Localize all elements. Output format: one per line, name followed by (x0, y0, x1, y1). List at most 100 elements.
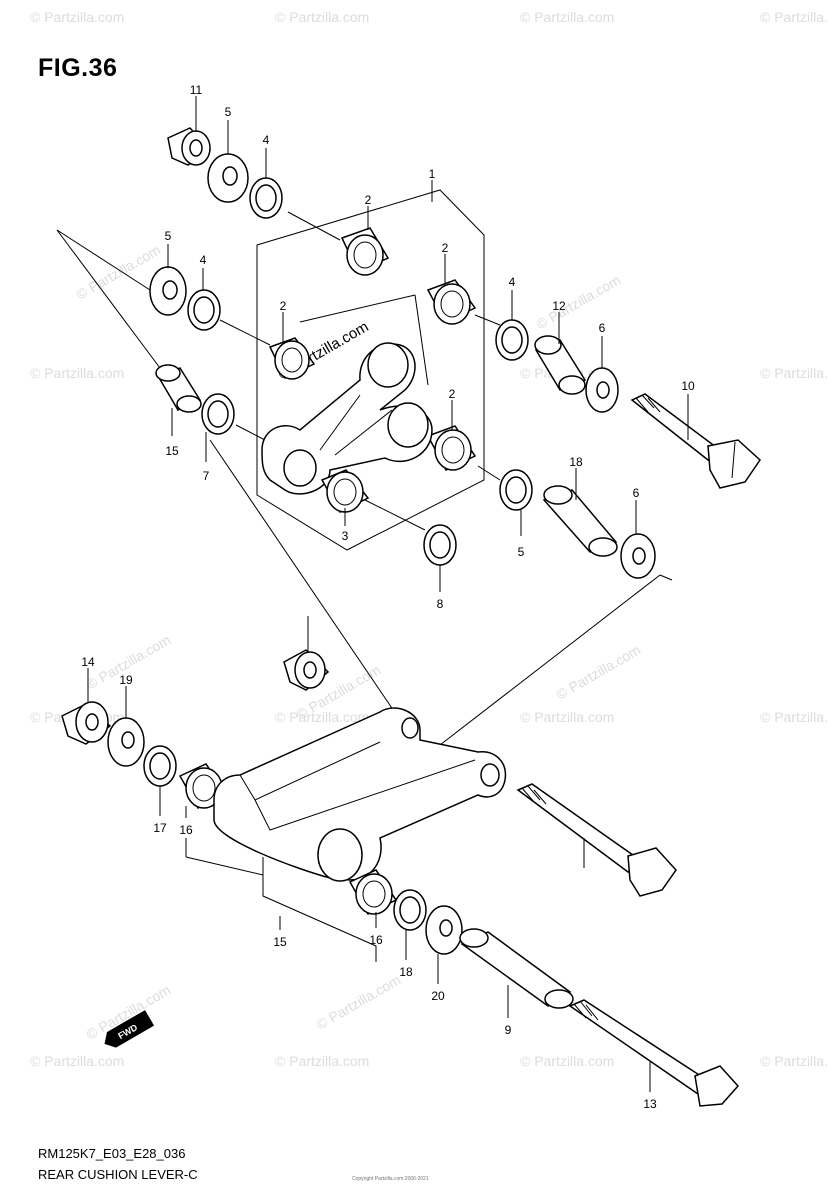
callout-13: 15 (165, 408, 179, 458)
svg-text:17: 17 (153, 821, 167, 835)
assembly-1-outline (256, 189, 485, 551)
callout-18: 20 (431, 954, 445, 1003)
part-18-washer (107, 717, 145, 767)
forward-direction-badge: FWD (104, 1010, 155, 1048)
part-4-seal (187, 289, 221, 331)
callout-2: 2 (280, 299, 287, 342)
callout-5: 6 (633, 486, 640, 534)
watermark: © Partzilla.com (314, 972, 404, 1033)
part-4-seal (499, 469, 533, 511)
part-15-bearing (348, 869, 398, 915)
part-14-cushion-lever (213, 707, 507, 882)
callout-5: 5 (225, 105, 232, 154)
svg-text:8: 8 (437, 597, 444, 611)
callout-5: 5 (165, 229, 172, 268)
svg-text:2: 2 (449, 387, 456, 401)
part-8-bolt (630, 393, 761, 489)
watermark: © Partzilla.com (30, 1053, 124, 1069)
svg-text:6: 6 (599, 321, 606, 335)
callout-9: 11 (190, 83, 203, 132)
callout-2: 2 (365, 193, 372, 230)
svg-text:19: 19 (119, 673, 133, 687)
svg-text:15: 15 (165, 444, 179, 458)
callout-10: 12 (552, 299, 566, 344)
assembly-14-bracket (185, 856, 377, 962)
svg-text:5: 5 (225, 105, 232, 119)
callout-4: 4 (509, 275, 516, 320)
part-2-bearing (426, 279, 477, 325)
callout-4: 4 (200, 253, 207, 290)
part-12-nut (61, 701, 112, 745)
watermark: © Partzilla.com (275, 9, 369, 25)
svg-text:5: 5 (165, 229, 172, 243)
watermark: © Partzilla.com (534, 272, 624, 333)
part-5-washer (149, 266, 187, 316)
callout-17: 18 (569, 455, 583, 500)
callout-11: 13 (643, 1062, 657, 1111)
part-6-seal (423, 524, 457, 566)
svg-text:2: 2 (280, 299, 287, 313)
part-4-seal (495, 319, 529, 361)
svg-text:14: 14 (81, 655, 95, 669)
callout-labels: 1 2 2 2 2 3 4 4 4 5 5 5 6 6 7 8 9 10 11 … (81, 83, 695, 1111)
figure-title: FIG.36 (38, 54, 118, 82)
part-5-washer (620, 533, 656, 579)
watermark: © Partzilla.com (554, 642, 644, 703)
svg-text:6: 6 (633, 486, 640, 500)
svg-text:13: 13 (643, 1097, 657, 1111)
callout-3: 3 (342, 508, 349, 543)
svg-text:5: 5 (518, 545, 525, 559)
svg-text:18: 18 (569, 455, 583, 469)
svg-text:9: 9 (505, 1023, 512, 1037)
part-9-nut (167, 127, 212, 166)
svg-text:4: 4 (263, 133, 270, 147)
watermark: © Partzilla.com (30, 365, 124, 381)
watermark: © Partzilla.com (760, 1053, 828, 1069)
callout-15: 16 (369, 912, 383, 947)
svg-text:1: 1 (429, 167, 436, 181)
svg-text:2: 2 (365, 193, 372, 207)
part-7-spacer (459, 928, 574, 1009)
part-16-seal (143, 745, 177, 787)
watermark: © Partzilla.com (520, 9, 614, 25)
svg-text:4: 4 (200, 253, 207, 267)
watermark: © Partzilla.com (760, 9, 828, 25)
watermark: © Partzilla.com (30, 9, 124, 25)
callout-14: 15 (273, 916, 287, 949)
callout-16: 18 (399, 930, 413, 979)
watermark: © Partzilla.com (760, 365, 828, 381)
callout-2: 2 (442, 241, 449, 284)
svg-text:11: 11 (190, 83, 203, 97)
callout-16: 17 (153, 786, 167, 835)
svg-text:10: 10 (681, 379, 695, 393)
callout-1: 1 (429, 167, 436, 202)
svg-text:16: 16 (179, 823, 193, 837)
part-2-bearing (426, 425, 477, 471)
svg-text:18: 18 (399, 965, 413, 979)
part-2-bearing (340, 227, 390, 276)
part-11-bolt (568, 999, 740, 1107)
copyright-notice: Copyright Partzilla.com 2006-2021 (352, 1176, 429, 1182)
callout-8: 10 (681, 379, 695, 440)
callout-7: 9 (505, 985, 512, 1037)
callout-2: 2 (449, 387, 456, 430)
callout-6: 8 (437, 565, 444, 611)
watermark: © Partzilla.com (520, 709, 614, 725)
part-2-bearing (268, 337, 316, 380)
watermark: © Partzilla.com (520, 1053, 614, 1069)
part-20-nut (283, 649, 330, 691)
part-13-spacer (155, 364, 202, 413)
svg-text:3: 3 (342, 529, 349, 543)
watermark: © Partzilla.com (760, 709, 828, 725)
callout-4: 5 (518, 510, 525, 559)
svg-text:16: 16 (369, 933, 383, 947)
svg-text:15: 15 (273, 935, 287, 949)
svg-text:20: 20 (431, 989, 445, 1003)
svg-text:4: 4 (509, 275, 516, 289)
assembly-lines (56, 211, 673, 746)
diagram-name: REAR CUSHION LEVER-C (38, 1167, 198, 1182)
model-code: RM125K7_E03_E28_036 (38, 1146, 186, 1161)
part-5-washer (207, 153, 249, 203)
watermark: © Partzilla.com (275, 709, 369, 725)
